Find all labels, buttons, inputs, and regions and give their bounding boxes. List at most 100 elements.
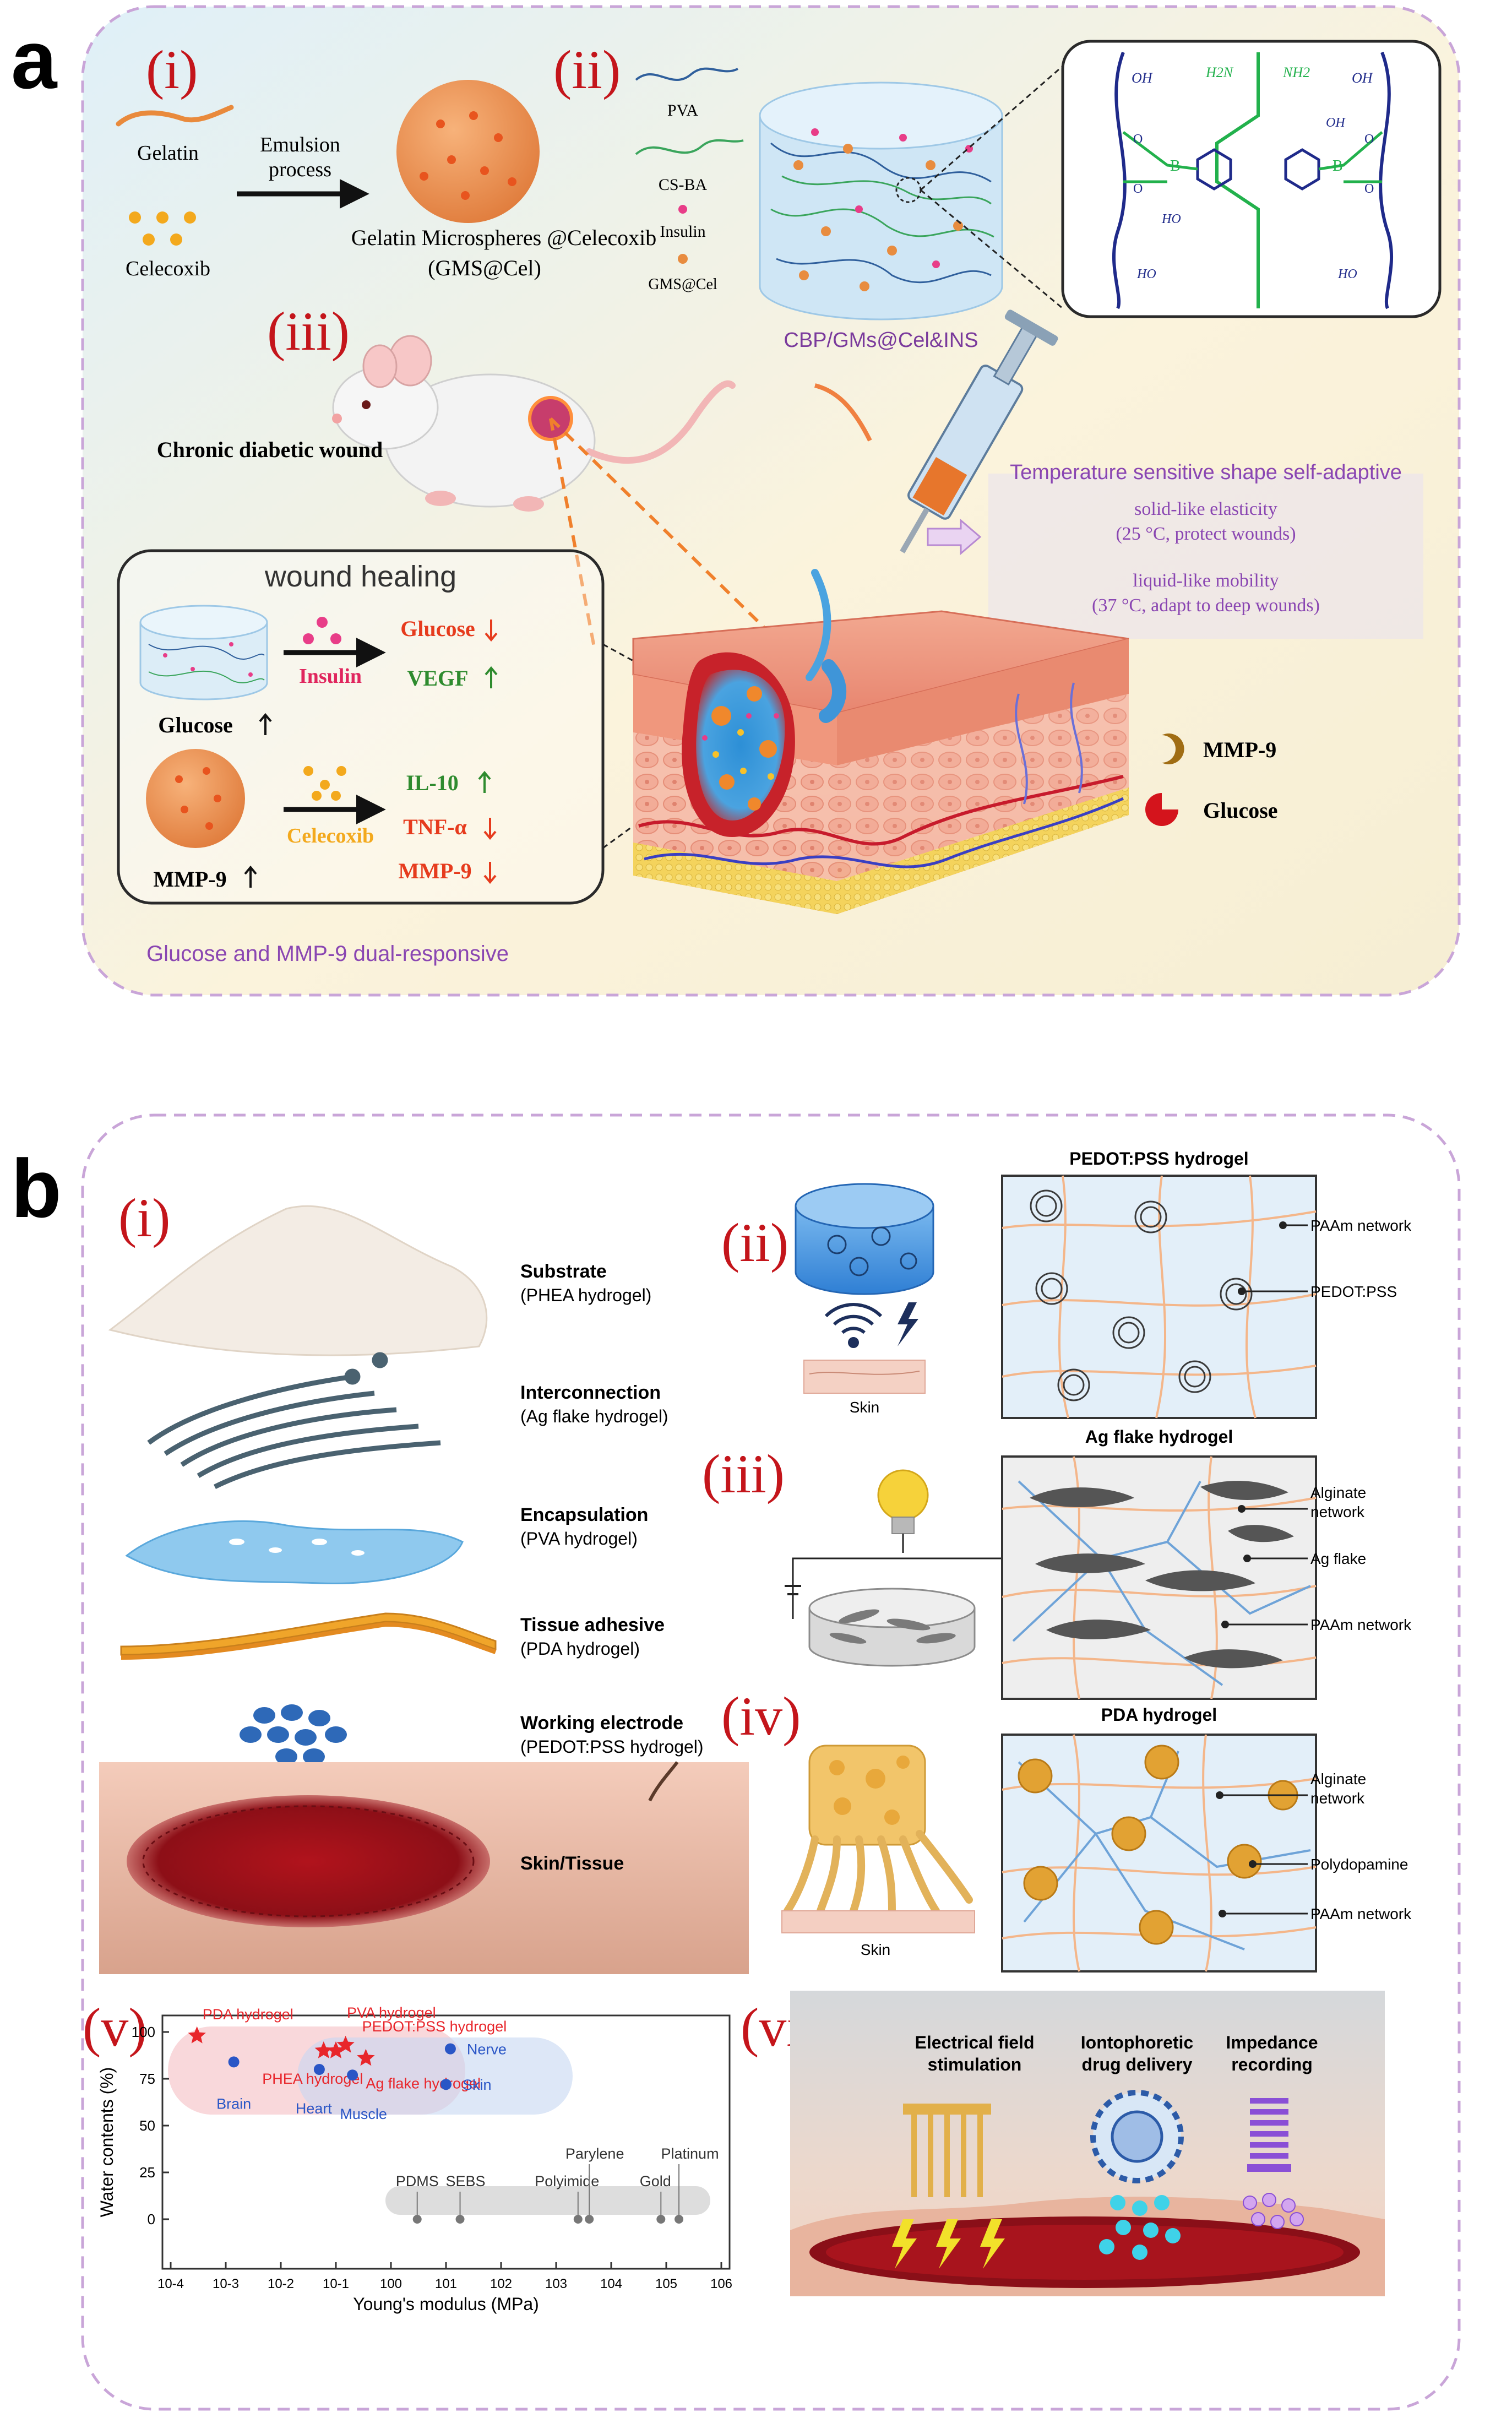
celecoxib-small-dots (303, 766, 346, 801)
device-illustration (790, 1991, 1385, 2296)
gms-label-1: Gelatin Microspheres @Celecoxib (351, 225, 656, 250)
working-electrode-icon (240, 1704, 347, 1765)
gms-label-2: (GMS@Cel) (428, 256, 541, 280)
temp-line-3: liquid-like mobility (1133, 570, 1279, 591)
chart-point-label: PDMS (396, 2173, 439, 2189)
skin-label-ii: Skin (850, 1399, 879, 1416)
glucose-down-label: Glucose (400, 616, 475, 641)
panel-a: a (i) Gelatin Celecoxib Emulsion process… (11, 5, 1461, 997)
chart-ylabel: Water contents (%) (97, 2067, 117, 2218)
roman-a-iii: (iii) (267, 301, 350, 362)
vi-label-3a: Impedance (1226, 2033, 1318, 2052)
phenyl-ring-left (1196, 148, 1232, 191)
vegf-label: VEGF (407, 666, 468, 691)
roman-a-ii: (ii) (553, 39, 621, 100)
pda-paam-label: PAAm network (1310, 1905, 1412, 1922)
chart-xtick-label: 105 (655, 2276, 677, 2291)
chem-b-right: B (1332, 157, 1343, 175)
chart-point-brain (228, 2056, 240, 2068)
chart-ytick-label: 100 (132, 2024, 155, 2040)
glucose-legend-icon (1145, 793, 1178, 826)
emulsion-label-1: Emulsion (260, 133, 340, 156)
wireless-icon (824, 1302, 883, 1348)
emulsion-label-2: process (269, 158, 331, 181)
tnf-down-arrow (483, 818, 497, 840)
chem-h2n: H2N (1205, 64, 1234, 80)
mmp9-left-label: MMP-9 (153, 867, 226, 892)
vi-label-2a: Iontophoretic (1081, 2033, 1193, 2052)
chart-point-skin (440, 2079, 452, 2090)
syringe-icon (814, 309, 1058, 553)
layer-adhesive-title: Tissue adhesive (520, 1615, 665, 1635)
celecoxib-label: Celecoxib (126, 257, 210, 280)
chart-point-label: Platinum (661, 2145, 719, 2162)
chart-point-label: Nerve (467, 2041, 507, 2058)
chart-xtick-label: 103 (545, 2276, 567, 2291)
encapsulation-bubbles (229, 1539, 365, 1556)
vegf-up-arrow (485, 666, 498, 688)
chem-oh-2: OH (1352, 70, 1373, 86)
ag-flake-label: Ag flake (1310, 1550, 1366, 1567)
glucose-hydrogel-icon (139, 605, 268, 700)
mmp9-microsphere-icon (146, 749, 245, 848)
roman-a-i: (i) (146, 39, 198, 100)
pda-poly-label: Polydopamine (1310, 1856, 1408, 1873)
insulin-dot-icon (678, 205, 687, 214)
roman-b-iii: (iii) (702, 1443, 785, 1504)
mmp9-sphere-dots (175, 767, 221, 830)
chart-point-label: Muscle (340, 2106, 387, 2122)
sphere-drug-dots (420, 111, 516, 200)
chem-ho-3: HO (1337, 267, 1357, 281)
ag-alg-label-2: network (1310, 1503, 1365, 1520)
chem-oh-1: OH (1132, 70, 1153, 86)
mmp9-up-arrow (244, 865, 257, 888)
csba-backbone (1215, 52, 1260, 308)
impedance-particles (1243, 2193, 1304, 2229)
panel-a-letter: a (11, 13, 58, 106)
chart-point-label: PDA hydrogel (203, 2006, 293, 2023)
gmscel-dot-icon (678, 254, 688, 264)
hydrogel-label: CBP/GMs@Cel&INS (784, 329, 978, 352)
chart-point-label: Parylene (565, 2145, 624, 2162)
interdigitated-electrode-icon (911, 2115, 983, 2197)
il10-label: IL-10 (406, 770, 459, 795)
chart-point-heart (313, 2064, 325, 2075)
pda-alg-label-2: network (1310, 1790, 1365, 1807)
legend-insulin: Insulin (660, 222, 705, 241)
pda-alg-label-1: Alginate (1310, 1770, 1366, 1787)
mmp9-red-label: MMP-9 (398, 858, 471, 883)
roman-b-v: (v) (83, 1997, 147, 2058)
pda-network-box (1001, 1734, 1317, 1973)
chem-oh-3: OH (1326, 116, 1346, 130)
chart-xtick-label: 10-1 (323, 2276, 349, 2291)
chart-xtick-label: 104 (600, 2276, 622, 2291)
chart-point-ag-flake-hydrogel (357, 2048, 375, 2066)
chem-o-2: O (1133, 182, 1143, 196)
celecoxib-dots-icon (129, 211, 196, 246)
pedot-cylinder-icon (795, 1183, 934, 1295)
pedot-pss-label: PEDOT:PSS (1310, 1283, 1397, 1300)
layer-encapsulation-title: Encapsulation (520, 1504, 648, 1525)
insulin-dots-icon (303, 617, 341, 644)
layer-substrate-sub: (PHEA hydrogel) (520, 1285, 651, 1305)
pda-adhesive-icon (781, 1745, 975, 1933)
chart-point-label: Gold (640, 2173, 671, 2189)
chart-point-muscle (347, 2069, 358, 2081)
phenyl-ring-right (1284, 148, 1320, 191)
mouse-icon (332, 335, 736, 512)
chart-point-label: Heart (296, 2100, 333, 2117)
dual-responsive-label: Glucose and MMP-9 dual-responsive (146, 942, 509, 966)
legend-csba: CS-BA (659, 176, 708, 194)
hydrogel-network-icon (759, 81, 1003, 320)
ag-alg-label-1: Alginate (1310, 1484, 1366, 1501)
wound-bed-icon (127, 1795, 490, 1927)
roman-b-iv: (iv) (721, 1686, 801, 1747)
boronate-bond-left (1122, 131, 1198, 183)
temp-text-bg (988, 474, 1423, 639)
gelatin-label: Gelatin (137, 142, 199, 165)
syringe-curve (814, 383, 872, 442)
chem-ho-2: HO (1136, 267, 1156, 281)
chart-ytick-label: 0 (148, 2211, 155, 2227)
